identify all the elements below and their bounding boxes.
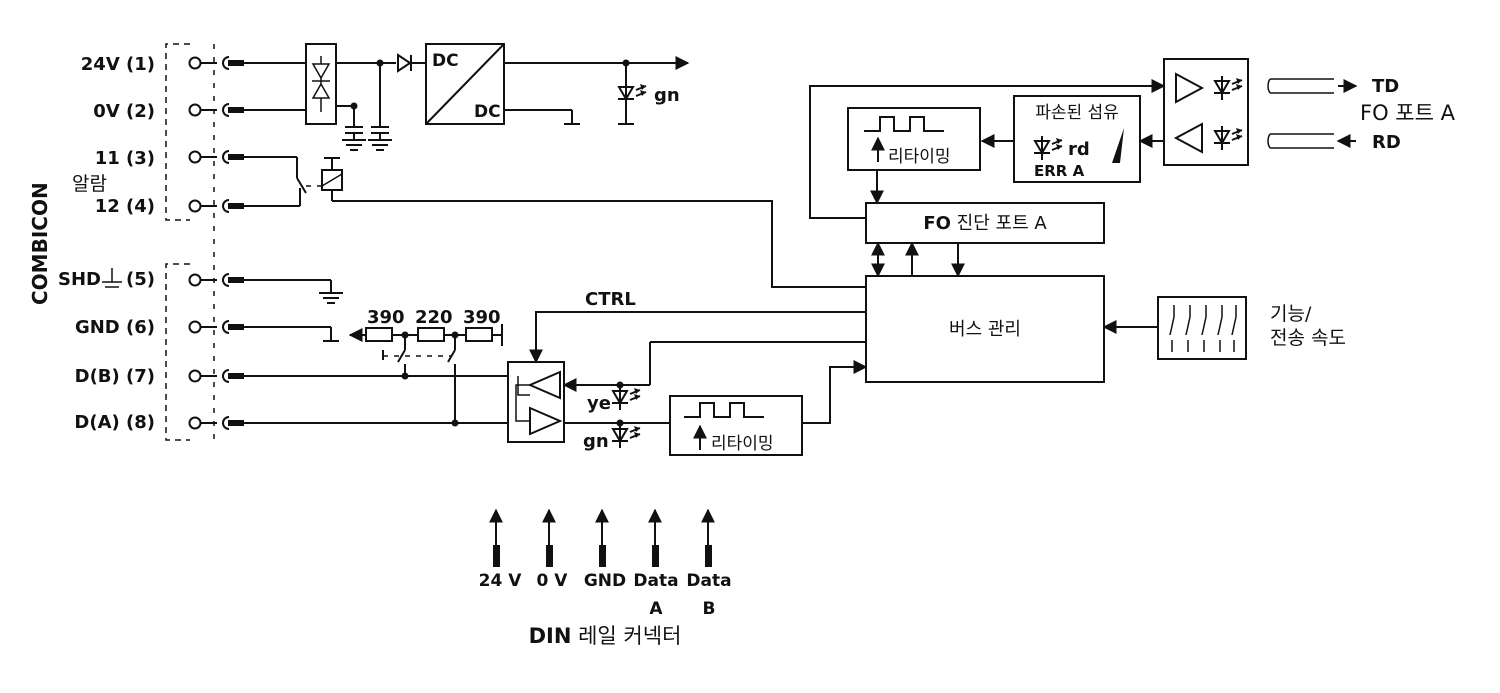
terminal-label-8: D(A) (8) <box>74 412 155 433</box>
alarm-label: 알람 <box>72 173 107 195</box>
power-led-label: gn <box>654 85 680 106</box>
din-pin-sub-a: A <box>649 599 663 619</box>
din-pin-sub-b: B <box>703 599 716 619</box>
terminal-label-4: 12 (4) <box>95 196 155 217</box>
gn-led-label: gn <box>583 431 609 452</box>
din-connector-title: DIN 레일 커넥터 <box>529 624 682 648</box>
dip-switch-icon <box>1157 296 1247 360</box>
fo-diag-label: FO 진단 포트 A <box>923 213 1047 234</box>
td-label: TD <box>1372 76 1399 97</box>
terminal-label-5: (5) <box>126 269 155 290</box>
terminal-label-1: 24V (1) <box>81 54 155 75</box>
din-pin-label-3: GND <box>584 571 626 591</box>
dc-input-label: DC <box>432 51 459 71</box>
dc-output-label: DC <box>474 102 501 122</box>
rd-label: RD <box>1372 132 1401 153</box>
terminal-label-2: 0V (2) <box>93 101 155 122</box>
fo-wiring <box>809 79 1166 334</box>
din-pin-label-5: Data <box>686 571 731 591</box>
retiming-label-top: 리타이밍 <box>888 147 951 167</box>
combicon-label: COMBICON <box>28 182 52 305</box>
terminal-label-3: 11 (3) <box>95 148 155 169</box>
retiming-box-top <box>847 107 981 171</box>
broken-fiber-title: 파손된 섬유 <box>1035 103 1119 123</box>
bus-management-label: 버스 관리 <box>949 319 1021 340</box>
fo-diag-box <box>865 202 1105 244</box>
resistor-label-3: 390 <box>463 307 501 328</box>
terminal-label-6: GND (6) <box>75 317 155 338</box>
dip-label-line2: 전송 속도 <box>1270 327 1346 349</box>
din-pin-label-4: Data <box>633 571 678 591</box>
err-a-label: ERR A <box>1034 162 1085 180</box>
power-led-icon <box>617 81 647 107</box>
terminal-label-shd: SHD <box>58 269 101 290</box>
power-wiring <box>244 43 690 151</box>
dip-label-line1: 기능/ <box>1270 303 1312 325</box>
ye-led-icon <box>611 385 641 411</box>
fiber-cables <box>1267 78 1358 149</box>
retiming-label-bottom: 리타이밍 <box>711 434 774 454</box>
broken-fiber-box <box>1013 95 1141 183</box>
combicon-frame <box>165 43 215 441</box>
gn-led-icon <box>611 423 641 449</box>
terminal-label-7: D(B) (7) <box>75 366 155 387</box>
resistor-label-2: 220 <box>415 307 453 328</box>
fo-transceiver <box>1163 58 1249 166</box>
rd-led-label: rd <box>1068 139 1090 160</box>
rs485-wiring <box>244 279 868 443</box>
fo-port-title: FO 포트 A <box>1360 101 1456 125</box>
shield-ground-icon <box>102 268 122 288</box>
din-pin-label-2: 0 V <box>537 571 569 591</box>
retiming-box-bottom <box>669 395 803 456</box>
din-pin-label-1: 24 V <box>479 571 523 591</box>
bus-management-box <box>865 275 1105 383</box>
din-pins <box>489 508 715 567</box>
ctrl-label: CTRL <box>585 289 636 310</box>
resistor-label-1: 390 <box>367 307 405 328</box>
alarm-relay <box>244 156 866 288</box>
ye-led-label: ye <box>587 393 611 414</box>
screw-terminals <box>188 56 245 430</box>
